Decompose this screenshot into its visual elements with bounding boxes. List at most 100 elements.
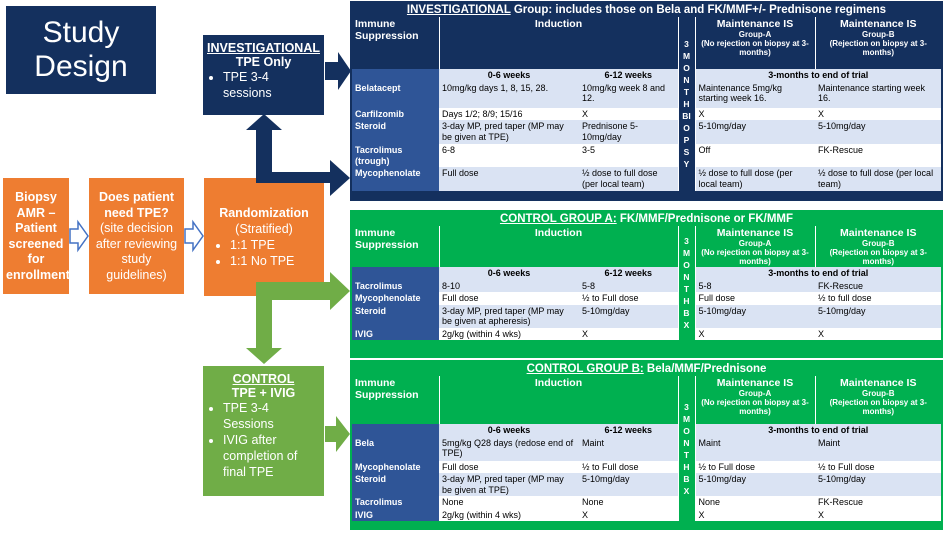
col-maint-a-sub: Group-A: [738, 389, 772, 398]
cell: 5-10mg/day: [582, 305, 630, 316]
blank-cell: [352, 267, 439, 280]
col-immune: Immune Suppression: [352, 17, 439, 69]
control-item: TPE 3-4 Sessions: [223, 400, 320, 432]
cell: Maintenance starting week 16.: [818, 82, 926, 104]
cell: Full dose: [698, 293, 736, 303]
side-label-biopsy: 3 MONTH BIOPSY: [677, 17, 696, 191]
cell: FK-Rescue: [818, 280, 864, 291]
cell: 3-day MP, pred taper (MP may be given at…: [442, 305, 564, 327]
investigational-title: INVESTIGATIONAL: [207, 41, 320, 55]
need-tpe-note: (site decision after reviewing study gui…: [95, 221, 178, 282]
side-label-bx: 3 MONTH BX: [677, 376, 696, 521]
arrow-bend-icon: [256, 160, 350, 196]
arrow-right-icon: [184, 219, 204, 253]
cell: 2g/kg (within 4 wks): [442, 328, 522, 339]
cell: ½ dose to full dose (per local team): [818, 168, 934, 189]
cell: 10mg/kg week 8 and 12.: [582, 82, 666, 104]
row-label: Mycophenolate: [352, 292, 439, 305]
cell: X: [818, 509, 825, 520]
investigational-banner: INVESTIGATIONAL Group: includes those on…: [352, 3, 941, 17]
control-a-banner: CONTROL GROUP A: FK/MMF/Prednisone or FK…: [352, 212, 941, 226]
col-maint-b-note: (Rejection on biopsy at 3-months): [829, 39, 927, 57]
cell: None: [582, 497, 604, 507]
investigational-list: TPE 3-4 sessions: [207, 69, 320, 101]
cell: 5-8: [582, 280, 596, 291]
row-label: Steroid: [352, 473, 439, 496]
cell: 5-10mg/day: [582, 474, 630, 484]
randomization-stratified: (Stratified): [235, 221, 293, 236]
week-6-12: 6-12 weeks: [604, 70, 653, 80]
control-list: TPE 3-4 Sessions IVIG after completion o…: [207, 400, 320, 480]
col-maint-b-note: (Rejection on biopsy at 3-months): [829, 248, 927, 266]
col-maint-b-sub: Group-B: [862, 30, 895, 39]
banner-rest: FK/MMF/Prednisone or FK/MMF: [616, 213, 794, 225]
col-maint-b-note: (Rejection on biopsy at 3-months): [829, 398, 927, 416]
arrow-right-icon: [69, 219, 89, 253]
randomization-list: 1:1 TPE 1:1 No TPE: [208, 237, 320, 269]
need-tpe-question: Does patient need TPE?: [98, 190, 174, 220]
cell: ½ to Full dose: [818, 461, 875, 472]
cell: 5-10mg/day: [818, 474, 866, 484]
cell: 5-10mg/day: [818, 121, 866, 131]
biopsy-text: Biopsy AMR – Patient screened for enroll…: [6, 190, 70, 282]
cell: ½ dose to full dose (per local team): [582, 168, 658, 189]
week-6-12: 6-12 weeks: [604, 268, 653, 278]
cell: 5-10mg/day: [698, 474, 747, 484]
banner-bold: CONTROL GROUP A:: [499, 213, 617, 225]
cell: 3-day MP, pred taper (MP may be given at…: [442, 474, 564, 495]
cell: Full dose: [442, 461, 479, 472]
cell: X: [818, 328, 825, 339]
col-maint-a-title: Maintenance IS: [716, 377, 794, 389]
col-maint-a-note: (No rejection on biopsy at 3-months): [701, 39, 809, 57]
maint-period: 3-months to end of trial: [768, 268, 869, 278]
blank-cell: [352, 424, 439, 437]
investigational-table: INVESTIGATIONAL Group: includes those on…: [350, 1, 943, 201]
arrow-right-icon: [256, 272, 350, 310]
row-label: Tacrolimus: [352, 496, 439, 509]
cell: FK-Rescue: [818, 145, 864, 155]
control-box: CONTROL TPE + IVIG TPE 3-4 Sessions IVIG…: [203, 366, 324, 496]
cell: 5-10mg/day: [698, 305, 747, 316]
col-maint-b-title: Maintenance IS: [840, 18, 917, 30]
control-subtitle: TPE + IVIG: [231, 386, 296, 400]
cell: X: [582, 108, 589, 119]
investigational-box: INVESTIGATIONAL TPE Only TPE 3-4 session…: [203, 35, 324, 115]
cell: Full dose: [442, 168, 479, 178]
title-line-2: Design: [34, 50, 128, 83]
randomization-item: 1:1 TPE: [230, 237, 320, 253]
control-a-table: CONTROL GROUP A: FK/MMF/Prednisone or FK…: [350, 210, 943, 358]
week-0-6: 0-6 weeks: [487, 70, 531, 80]
arrow-right-icon: [325, 52, 351, 90]
row-label: IVIG: [352, 327, 439, 340]
col-maint-a-sub: Group-A: [738, 30, 772, 39]
cell: X: [698, 328, 705, 339]
col-maint-a-title: Maintenance IS: [716, 227, 794, 239]
investigational-subtitle: TPE Only: [235, 55, 292, 69]
col-maint-b-sub: Group-B: [862, 239, 895, 248]
col-immune: Immune Suppression: [355, 227, 419, 251]
col-induction: Induction: [438, 226, 678, 267]
cell: Maint: [698, 437, 721, 448]
side-label-bx: 3 MONTH BX: [677, 226, 696, 340]
cell: Maintenance 5mg/kg starting week 16.: [698, 82, 783, 104]
col-induction: Induction: [438, 17, 678, 69]
cell: 6-8: [442, 145, 456, 155]
col-maint-b-title: Maintenance IS: [840, 377, 917, 389]
banner-bold: CONTROL GROUP B:: [526, 363, 644, 375]
cell: Full dose: [442, 293, 479, 303]
randomization-title: Randomization: [219, 206, 309, 220]
cell: X: [818, 108, 825, 119]
cell: X: [698, 509, 705, 520]
cell: Maint: [818, 437, 841, 448]
cell: X: [582, 328, 589, 339]
cell: X: [582, 509, 589, 520]
cell: Days 1/2; 8/9; 15/16: [442, 108, 523, 119]
control-b-banner: CONTROL GROUP B: Bela/MMF/Prednisone: [352, 362, 941, 376]
maint-period: 3-months to end of trial: [768, 70, 869, 80]
cell: 3-5: [582, 145, 596, 155]
col-maint-b-sub: Group-B: [862, 389, 895, 398]
